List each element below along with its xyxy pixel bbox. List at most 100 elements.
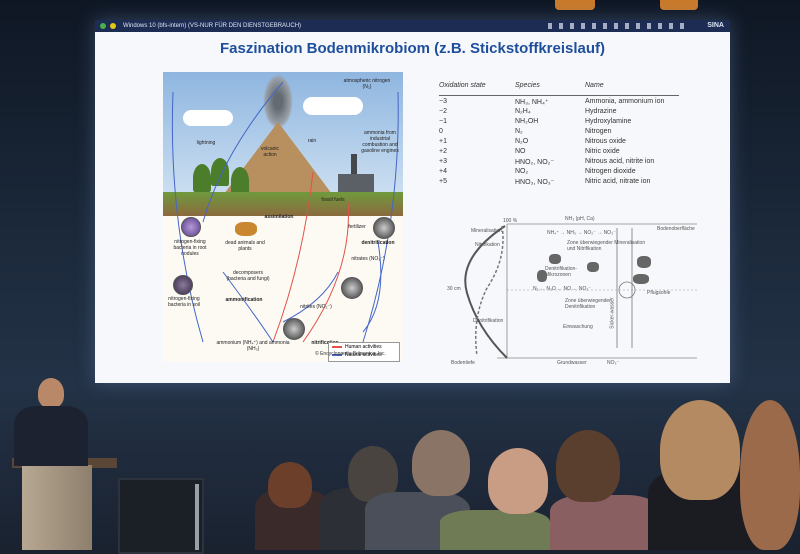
stage-monitor [118,478,204,554]
label-zone2: Zone überwiegender Denitrifikation [565,298,611,310]
audience-member [440,510,550,550]
podium [22,465,92,550]
soil-aggregate [637,256,651,268]
audience-member [550,495,660,550]
table-row: +4 NO₂ Nitrogen dioxide [439,168,709,178]
table-row: −2 N₂H₄ Hydrazine [439,108,709,118]
audience-head [556,430,620,502]
bacteria-soil-image [173,275,193,295]
label-dead-animals: dead animals and plants [225,240,265,252]
factory [338,174,374,194]
nitrite-bacteria-image [341,277,363,299]
label-denitrif-mikrozonen: Denitrifikation-Mikrozonen [545,266,577,278]
dead-animal-image [235,222,257,236]
cell-name: Ammonia, ammonium ion [585,98,665,105]
label-species-row1: NH₄⁺ → NH₃ → NO₂⁻ → NO₃⁻ [547,230,616,236]
label-atmospheric-nitrogen: atmospheric nitrogen (N₂) [343,78,391,90]
label-grundwasser: Grundwasser [557,360,587,366]
label-nitrites: nitrites (NO₂⁻) [300,304,332,310]
cell-state: −2 [439,108,447,115]
header-name: Name [585,82,604,89]
audience-head [412,430,470,496]
cell-species: NH₂OH [515,118,539,125]
tree [211,158,229,186]
table-header: Oxidation state Species Name [439,82,709,92]
denitrification-bacteria-image [373,217,395,239]
diagram-credit: © Encyclopædia Britannica, Inc. [315,351,386,357]
audience-head [488,448,548,514]
label-nitrifikation: Nitrifikation [475,242,500,248]
cell-species: HNO₂, NO₂⁻ [515,159,555,166]
cell-name: Nitric acid, nitrate ion [585,178,651,185]
soil-aggregate [549,254,561,264]
label-decomposers: decomposers (bacteria and fungi) [226,270,270,282]
oxidation-table: Oxidation state Species Name −3 NH₃, NH₄⁺… [439,82,709,188]
cloud [303,97,363,115]
table-row: +2 NO Nitric oxide [439,148,709,158]
cell-species: N₂O [515,138,529,145]
cell-species: NH₃, NH₄⁺ [515,99,549,106]
label-sickerwasser: Sicker-wasser [609,297,616,329]
diagram-legend: Human activities Natural activities [328,342,400,362]
label-nitrates: nitrates (NO₃⁻) [351,256,385,262]
label-volcanic: volcanic action [260,146,280,158]
soil-profile-diagram: NH₃ (pH, Ca) Bodenoberfläche Mineralisat… [447,216,717,368]
cell-name: Nitrogen dioxide [585,168,636,175]
label-nitrogen-fixing-soil: nitrogen-fixing bacteria in soil [168,296,200,308]
table-row: −3 NH₃, NH₄⁺ Ammonia, ammonium ion [439,98,709,108]
cell-name: Nitrous acid, nitrite ion [585,158,655,165]
cell-state: +1 [439,138,447,145]
label-ammonia-sources: ammonia from industrial combustion and g… [361,130,399,154]
ceiling-light [555,0,595,10]
cell-state: −3 [439,98,447,105]
cell-state: 0 [439,128,443,135]
label-ammonium: ammonium (NH₄⁺) and ammonia (NH₃) [216,340,290,352]
label-rain: rain [307,138,317,144]
cell-species: NO₂ [515,168,529,175]
label-percent: 100 % [503,218,518,224]
monitor-stand [195,484,199,550]
soil-area [163,216,403,362]
label-fossil-fuels: fossil fuels [321,197,345,203]
table-divider [439,95,679,96]
label-zone1: Zone überwiegender Mineralisation und Ni… [567,240,646,252]
cell-name: Hydroxylamine [585,118,632,125]
volcano-smoke [263,74,293,129]
label-pflugsohle: Pflugsohle [647,290,671,296]
tray-icons [548,23,688,29]
audience-head [740,400,800,550]
cell-state: +5 [439,178,447,185]
label-mineralisation: Mineralisation [471,228,502,234]
cell-species: N₂H₄ [515,108,531,115]
cell-name: Nitrous oxide [585,138,626,145]
label-einwaschung: Einwaschung [563,324,593,330]
cell-state: −1 [439,118,447,125]
tree [231,167,249,195]
speaker-head [38,378,64,408]
cell-name: Hydrazine [585,108,617,115]
label-top-species: NH₃ (pH, Ca) [565,216,595,222]
projection-screen: Windows 10 (bfs-intern) (VS-NUR FÜR DEN … [95,20,730,383]
shield-icon [100,23,106,29]
label-depth: 30 cm [447,286,461,292]
natural-swatch [332,354,342,356]
audience-head [660,400,740,500]
header-oxidation-state: Oxidation state [439,82,486,89]
human-swatch [332,346,342,348]
cell-species: NO [515,148,526,155]
cycle-arrows [171,81,399,343]
legend-human: Human activities [345,344,382,350]
label-species-row2: N₂ ← N₂O ← NO ← NO₂⁻ [533,286,591,292]
label-lightning: lightning [196,140,216,146]
cell-state: +2 [439,148,447,155]
label-bodentiefe: Bodentiefe [451,360,475,366]
cell-species: N₂ [515,128,523,135]
cell-name: Nitric oxide [585,148,620,155]
ground-surface [163,192,403,216]
cell-state: +4 [439,168,447,175]
label-nitrogen-fixing-nodules: nitrogen-fixing bacteria in root nodules [173,239,207,257]
brand-logo: SINA [707,22,724,29]
label-ammonification: ammonification [225,297,263,303]
